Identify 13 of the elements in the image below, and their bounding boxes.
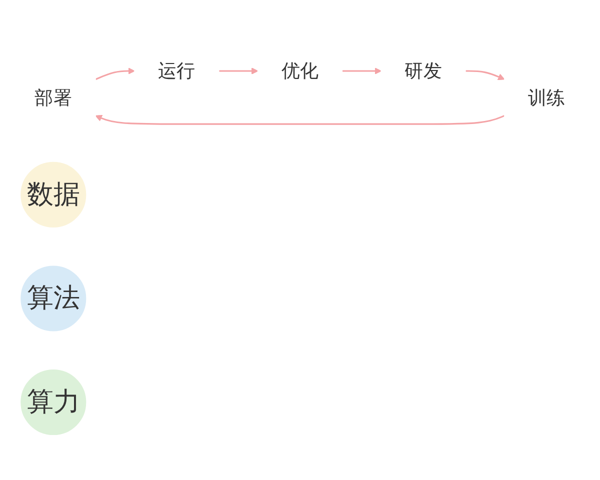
- node-text: 运行: [158, 60, 196, 82]
- node-circle: [20, 266, 86, 332]
- node-text: 训练: [528, 86, 566, 109]
- node-circle: [20, 162, 86, 228]
- node-text: 研发: [404, 60, 442, 82]
- arrow: [95, 68, 135, 80]
- arrow: [95, 115, 505, 125]
- arrow: [342, 68, 382, 74]
- node-text: 部署: [34, 86, 72, 109]
- node-circle: [20, 370, 86, 436]
- arrow: [465, 70, 505, 80]
- node-text: 优化: [281, 60, 319, 82]
- arrow: [218, 68, 258, 74]
